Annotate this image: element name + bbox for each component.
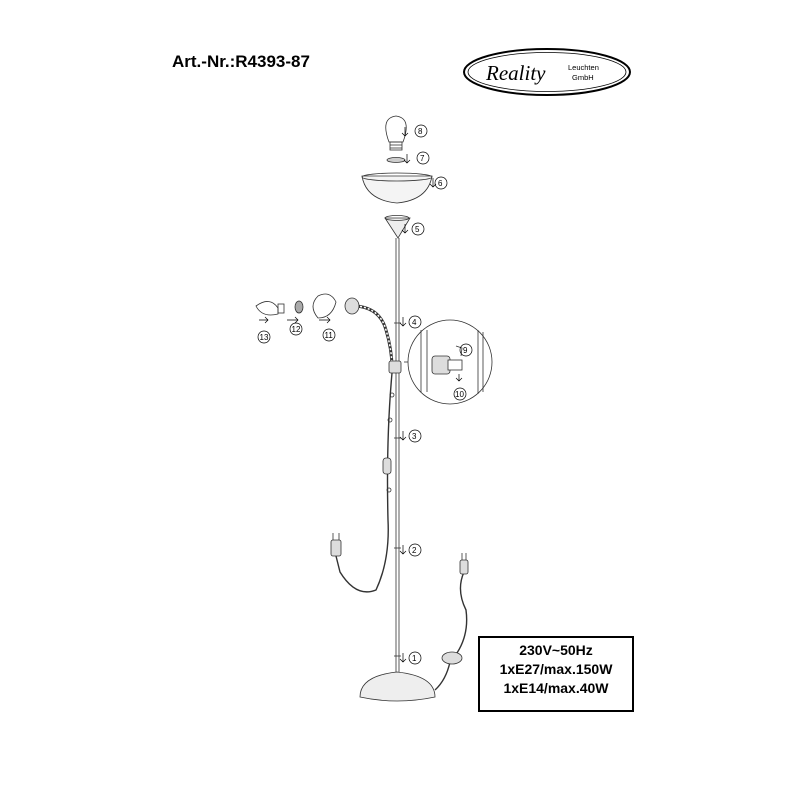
spec-voltage: 230V~50Hz xyxy=(519,642,593,658)
spec-main-bulb: 1xE27/max.150W xyxy=(499,661,613,677)
svg-text:4: 4 xyxy=(412,318,417,327)
svg-text:12: 12 xyxy=(292,325,301,334)
logo-line1: Leuchten xyxy=(568,63,599,72)
svg-text:3: 3 xyxy=(412,432,417,441)
svg-text:9: 9 xyxy=(463,346,468,355)
callout-4: 4 xyxy=(399,315,422,329)
svg-text:13: 13 xyxy=(260,333,269,342)
callout-1: 1 xyxy=(399,651,422,665)
svg-text:7: 7 xyxy=(420,154,425,163)
brand-logo: Reality Leuchten GmbH xyxy=(463,48,631,96)
svg-text:8: 8 xyxy=(418,127,423,136)
callout-11: 11 xyxy=(319,316,336,342)
callout-6: 6 xyxy=(429,176,448,190)
callout-5: 5 xyxy=(401,222,425,236)
callout-8: 8 xyxy=(401,124,428,138)
callout-12: 12 xyxy=(287,316,303,336)
svg-text:10: 10 xyxy=(455,390,464,399)
callout-2: 2 xyxy=(399,543,422,557)
article-number: Art.-Nr.:R4393-87 xyxy=(172,52,310,71)
svg-text:6: 6 xyxy=(438,179,443,188)
svg-text:2: 2 xyxy=(412,546,417,555)
spec-box: 230V~50Hz 1xE27/max.150W 1xE14/max.40W xyxy=(478,636,634,712)
callout-10: 10 xyxy=(453,374,467,401)
callout-13: 13 xyxy=(257,316,271,344)
svg-text:11: 11 xyxy=(325,331,334,340)
callout-3: 3 xyxy=(399,429,422,443)
svg-text:1: 1 xyxy=(412,654,417,663)
logo-line2: GmbH xyxy=(572,73,594,82)
svg-text:5: 5 xyxy=(415,225,420,234)
spec-reading-bulb: 1xE14/max.40W xyxy=(503,680,609,696)
logo-brand: Reality xyxy=(485,61,546,85)
callout-9: 9 xyxy=(459,343,473,357)
callout-7: 7 xyxy=(403,151,430,165)
